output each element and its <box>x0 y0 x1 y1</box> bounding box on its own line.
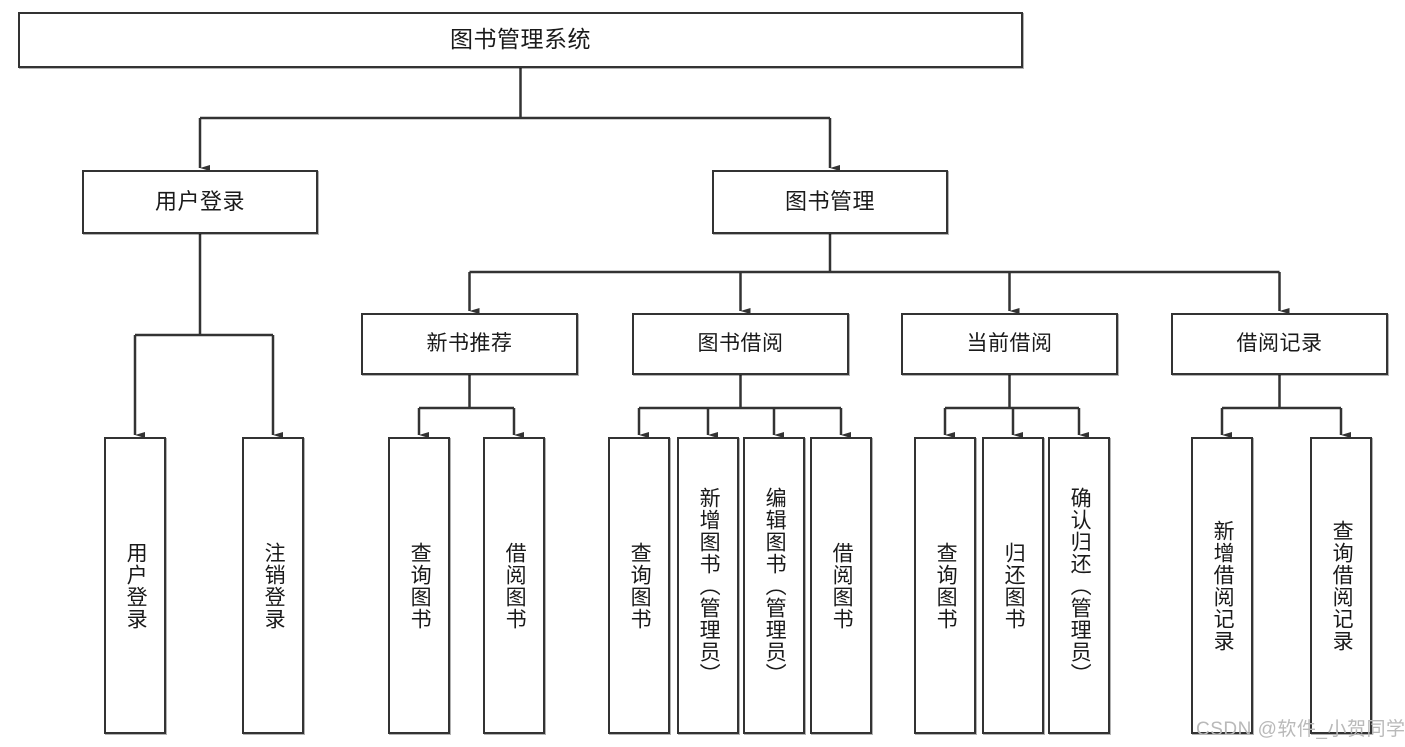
node-label: 查询图书 <box>628 541 652 630</box>
node-label: 用户登录 <box>124 541 148 630</box>
node-leaf-1[interactable]: 用户登录 <box>104 437 166 734</box>
node-leaf-4[interactable]: 借阅图书 <box>483 437 545 734</box>
node-label: 图书借阅 <box>697 331 784 355</box>
node-leaf-9[interactable]: 查询图书 <box>914 437 976 734</box>
node-label: 查询图书 <box>934 541 958 630</box>
node-leaf-2[interactable]: 注销登录 <box>242 437 304 734</box>
node-current[interactable]: 当前借阅 <box>901 313 1118 375</box>
node-label: 新书推荐 <box>426 331 513 355</box>
node-leaf-7[interactable]: 编辑图书（管理员） <box>743 437 805 734</box>
node-bookmgmt[interactable]: 图书管理 <box>712 170 948 234</box>
node-label: 借阅图书 <box>503 541 527 630</box>
node-leaf-12[interactable]: 新增借阅记录 <box>1191 437 1253 734</box>
node-leaf-10[interactable]: 归还图书 <box>982 437 1044 734</box>
node-leaf-5[interactable]: 查询图书 <box>608 437 670 734</box>
node-label: 编辑图书（管理员） <box>763 486 787 685</box>
node-label: 归还图书 <box>1002 541 1026 630</box>
node-label: 查询图书 <box>408 541 432 630</box>
node-label: 用户登录 <box>154 189 245 215</box>
node-leaf-8[interactable]: 借阅图书 <box>810 437 872 734</box>
node-label: 新增借阅记录 <box>1211 519 1235 652</box>
node-leaf-3[interactable]: 查询图书 <box>388 437 450 734</box>
node-label: 借阅图书 <box>830 541 854 630</box>
node-label: 查询借阅记录 <box>1330 519 1354 652</box>
node-label: 新增图书（管理员） <box>697 486 721 685</box>
node-label: 注销登录 <box>262 541 286 630</box>
node-label: 借阅记录 <box>1236 331 1323 355</box>
node-leaf-11[interactable]: 确认归还（管理员） <box>1048 437 1110 734</box>
node-login[interactable]: 用户登录 <box>82 170 318 234</box>
node-root[interactable]: 图书管理系统 <box>18 12 1023 68</box>
node-label: 图书管理系统 <box>450 26 591 53</box>
node-label: 当前借阅 <box>966 331 1053 355</box>
node-leaf-13[interactable]: 查询借阅记录 <box>1310 437 1372 734</box>
node-label: 确认归还（管理员） <box>1068 486 1092 685</box>
node-borrow[interactable]: 图书借阅 <box>632 313 849 375</box>
node-newbook[interactable]: 新书推荐 <box>361 313 578 375</box>
node-label: 图书管理 <box>784 189 875 215</box>
node-leaf-6[interactable]: 新增图书（管理员） <box>677 437 739 734</box>
node-records[interactable]: 借阅记录 <box>1171 313 1388 375</box>
